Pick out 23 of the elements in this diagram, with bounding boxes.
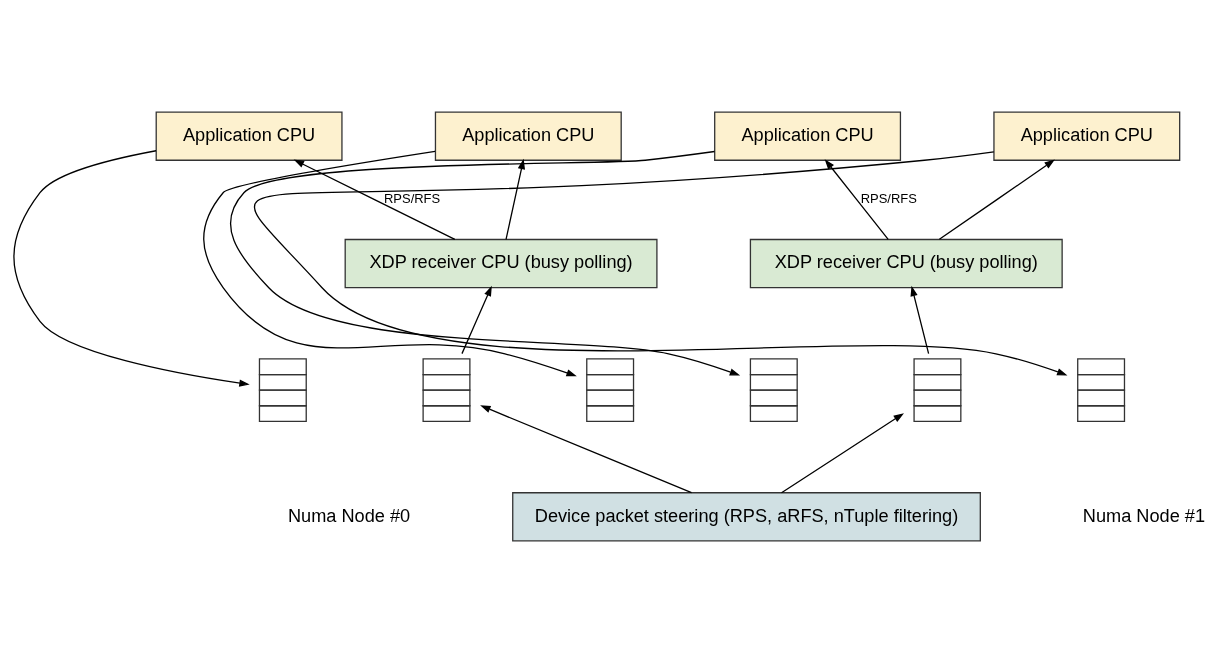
arrow [780,413,904,494]
arrow [255,151,1068,376]
node-box: Device packet steering (RPS, aRFS, nTuple filtering) [512,492,981,542]
node-box: Application CPU [714,111,902,161]
node-box: Application CPU [993,111,1181,161]
arrow [229,150,741,376]
node-box: XDP receiver CPU (busy polling) [344,238,658,289]
arrow [824,159,889,240]
arrow [505,158,525,240]
label: Numa Node #1 [1082,505,1206,526]
arrow [480,405,693,494]
label: Numa Node #0 [287,505,411,526]
edge-label: RPS/RFS [860,191,917,207]
arrow [293,159,456,240]
node-box: Application CPU [434,111,622,161]
node-box: Application CPU [155,111,343,161]
arrow [461,285,492,355]
arrow [13,150,250,387]
arrow [203,150,577,377]
arrow [910,285,930,355]
edge-label: RPS/RFS [383,191,441,207]
arrow [938,159,1055,240]
node-box: XDP receiver CPU (busy polling) [749,238,1063,289]
